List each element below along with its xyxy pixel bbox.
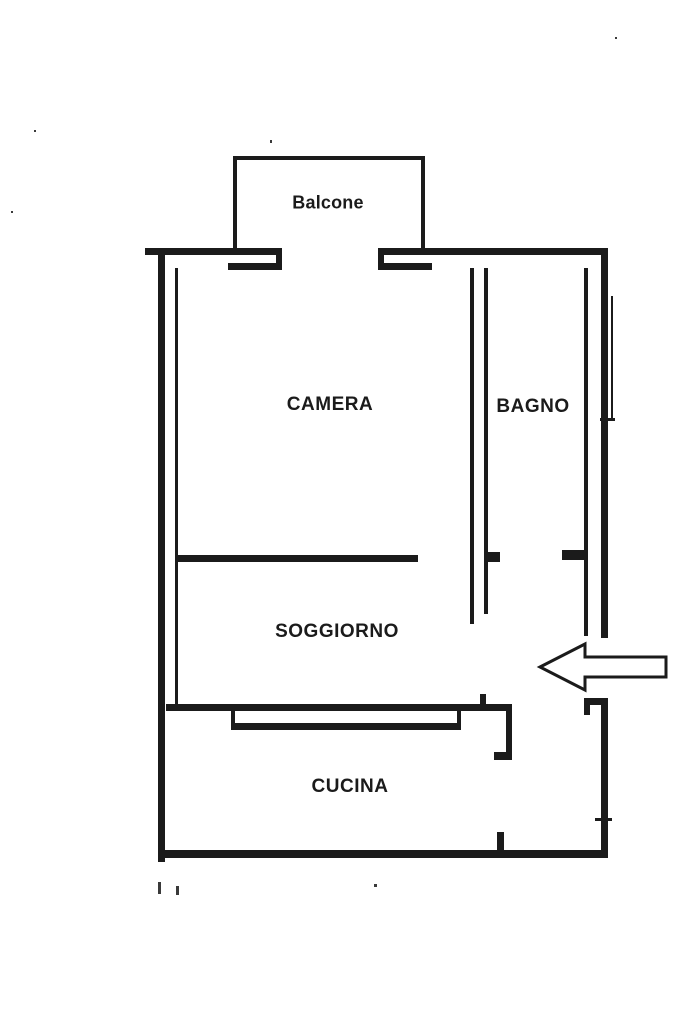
interior-walls [166,268,608,760]
balcony-walls [233,156,425,250]
room-label-cucina: CUCINA [311,776,389,797]
room-label-camera: CAMERA [286,394,374,415]
scan-noise [11,37,617,895]
entrance-arrow-icon [536,641,668,693]
outer-walls [145,248,615,862]
room-label-bagno: BAGNO [496,396,570,417]
room-label-soggiorno: SOGGIORNO [275,621,399,642]
room-label-balcone: Balcone [292,192,364,213]
